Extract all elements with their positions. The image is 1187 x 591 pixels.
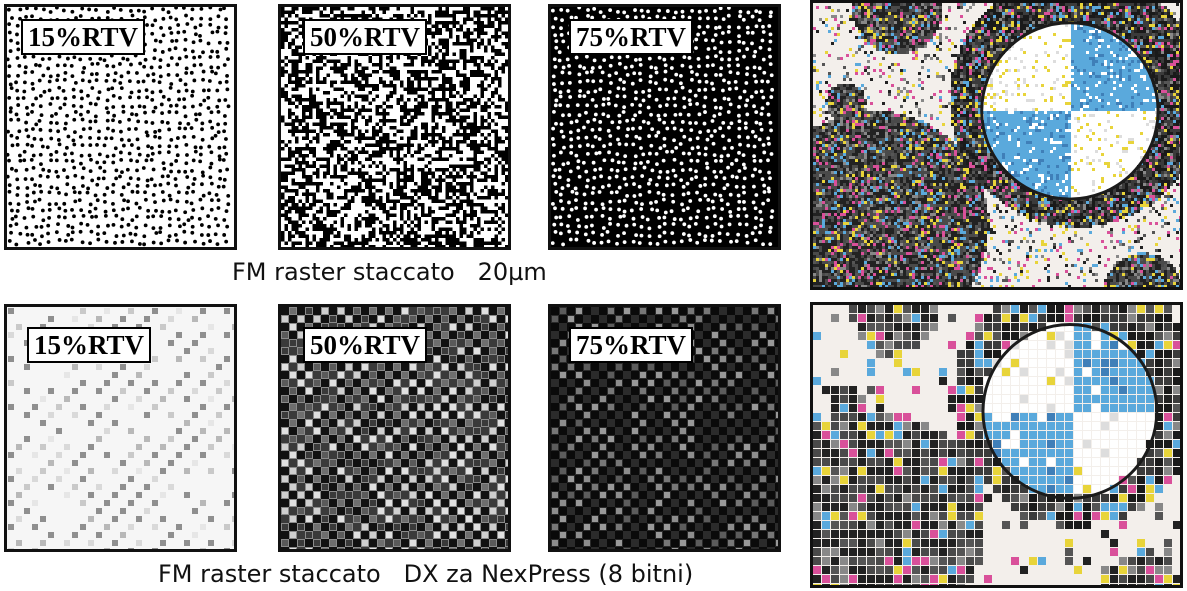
panel-label: 75%RTV (569, 327, 694, 363)
panel-label: 15%RTV (21, 19, 146, 55)
panel-fm20-15: 15%RTV (4, 4, 237, 250)
row-caption: FM raster staccato 20µm (232, 258, 547, 286)
photo-fm-dx-8bit (810, 302, 1183, 588)
panel-label: 50%RTV (303, 327, 428, 363)
panel-label: 15%RTV (27, 327, 152, 363)
bmw-logo-image (813, 3, 1180, 287)
panel-fm20-75: 75%RTV (548, 4, 781, 250)
panel-label: 50%RTV (303, 19, 428, 55)
panel-fm20-50: 50%RTV (278, 4, 511, 250)
panel-label: 75%RTV (569, 19, 694, 55)
block-raster-75 (551, 307, 778, 549)
bmw-logo-image (813, 305, 1180, 585)
panel-dx-75: 75%RTV (548, 304, 781, 552)
panel-dx-50: 50%RTV (278, 304, 511, 552)
photo-fm-20um (810, 0, 1183, 290)
row-caption: FM raster staccato DX za NexPress (8 bit… (158, 560, 694, 588)
panel-dx-15: 15%RTV (4, 304, 237, 552)
